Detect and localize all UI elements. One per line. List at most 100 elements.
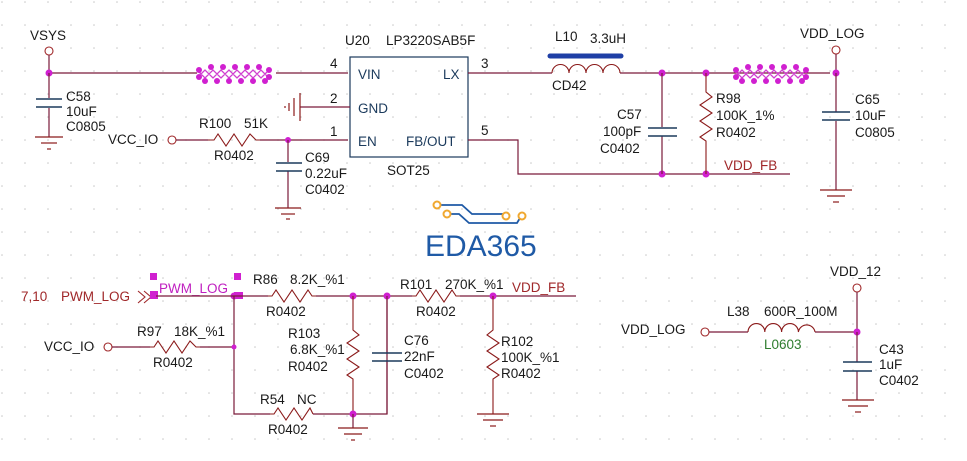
r98-value: 100K_1% <box>716 108 775 123</box>
pin-marker <box>150 273 157 280</box>
ground-icon <box>842 399 874 413</box>
r54-value: NC <box>297 392 317 407</box>
capacitor-c69[interactable]: C69 0.22uF C0402 <box>276 140 347 208</box>
vcc-io-bottom-port-icon[interactable] <box>103 342 113 352</box>
pwm-port-label[interactable]: PWM_LOG <box>61 289 130 304</box>
r100-value: 51K <box>244 116 268 131</box>
c76-footprint: C0402 <box>404 366 444 381</box>
r86-ref: R86 <box>253 272 278 287</box>
resistor-r86[interactable]: R86 8.2K_%1 R0402 <box>253 272 345 319</box>
pin-name: VIN <box>358 67 381 82</box>
c43-ref: C43 <box>879 342 904 357</box>
ic-u20[interactable]: U20 LP3220SAB5F SOT25 4 2 1 3 5 VIN GND … <box>330 33 489 178</box>
c43-footprint: C0402 <box>879 373 919 388</box>
pin-name: EN <box>358 134 377 149</box>
r103-value: 6.8K_%1 <box>290 342 345 357</box>
r97-footprint: R0402 <box>153 355 193 370</box>
vsys-port[interactable]: VSYS <box>30 28 66 56</box>
ic-package: SOT25 <box>387 163 430 178</box>
inductor-l10[interactable]: L10 3.3uH CD42 <box>547 29 626 93</box>
c76-value: 22nF <box>404 349 435 364</box>
logo-text: EDA365 <box>425 230 537 263</box>
c43-value: 1uF <box>879 357 902 372</box>
vdd-log-bottom-label: VDD_LOG <box>621 322 686 337</box>
port-circle-icon <box>44 46 54 56</box>
r98-ref: R98 <box>716 91 741 106</box>
ground-icon <box>284 93 301 121</box>
eda365-logo: EDA365 <box>425 200 537 263</box>
vdd-fb-top-label: VDD_FB <box>724 158 777 173</box>
ground-icon <box>35 136 63 150</box>
pin-number: 3 <box>481 56 489 71</box>
l10-footprint: CD42 <box>552 78 587 93</box>
pin-name: GND <box>358 101 388 116</box>
r103-ref: R103 <box>288 326 320 341</box>
c58-footprint: C0805 <box>66 119 106 134</box>
resistor-r97[interactable]: R97 18K_%1 R0402 <box>137 324 225 370</box>
resistor-r102[interactable]: R102 100K_%1 R0402 <box>486 296 560 414</box>
c69-value: 0.22uF <box>305 166 347 181</box>
pin-marker <box>234 273 241 280</box>
ic-ref: U20 <box>345 33 370 48</box>
ic-part: LP3220SAB5F <box>386 33 475 48</box>
c65-footprint: C0805 <box>855 125 895 140</box>
capacitor-c43[interactable]: C43 1uF C0402 <box>843 332 919 400</box>
c69-ref: C69 <box>305 150 330 165</box>
resistor-r98[interactable]: R98 100K_1% R0402 <box>699 73 775 174</box>
resistor-r100[interactable]: R100 51K R0402 <box>199 116 268 163</box>
vcc-io-top-port-icon[interactable] <box>167 135 177 145</box>
pin-name: LX <box>443 67 460 82</box>
vcc-io-top-label: VCC_IO <box>108 132 158 147</box>
l38-ref: L38 <box>727 304 750 319</box>
resistor-r103[interactable]: R103 6.8K_%1 R0402 <box>288 296 360 414</box>
c57-ref: C57 <box>617 107 642 122</box>
pin-marker <box>150 291 158 299</box>
vdd-fb-bottom-label: VDD_FB <box>512 280 565 295</box>
resistor-r54[interactable]: R54 NC R0402 <box>260 392 317 437</box>
c76-ref: C76 <box>404 333 429 348</box>
l38-footprint: L0603 <box>764 337 802 352</box>
port-circle-icon <box>852 283 862 293</box>
c65-ref: C65 <box>855 92 880 107</box>
pwm-net-label: PWM_LOG <box>159 281 228 296</box>
capacitor-c65[interactable]: C65 10uF C0805 <box>822 73 895 190</box>
r100-ref: R100 <box>199 116 231 131</box>
l10-ref: L10 <box>555 29 578 44</box>
ground-icon <box>477 413 509 427</box>
vdd-log-bottom-port-icon[interactable] <box>700 327 710 337</box>
r101-footprint: R0402 <box>416 304 456 319</box>
ground-icon <box>820 189 852 203</box>
pin-number: 5 <box>481 123 489 138</box>
ground-icon <box>338 427 368 441</box>
r97-ref: R97 <box>137 324 162 339</box>
pin-name: FB/OUT <box>406 134 456 149</box>
capacitor-c76[interactable]: C76 22nF C0402 <box>372 296 444 414</box>
r86-value: 8.2K_%1 <box>290 272 345 287</box>
pwm-sheet-ref: 7,10 <box>21 289 47 304</box>
l38-value: 600R_100M <box>764 304 838 319</box>
c57-footprint: C0402 <box>600 141 640 156</box>
l10-value: 3.3uH <box>590 31 626 46</box>
capacitor-c57[interactable]: C57 100pF C0402 <box>600 73 677 174</box>
inductor-l38[interactable]: L38 600R_100M L0603 <box>727 304 838 352</box>
capacitor-c58[interactable]: C58 10uF C0805 <box>36 73 106 137</box>
r101-value: 270K_%1 <box>445 277 504 292</box>
c69-footprint: C0402 <box>305 182 345 197</box>
r97-value: 18K_%1 <box>174 324 225 339</box>
junction <box>231 344 237 350</box>
c65-value: 10uF <box>855 108 886 123</box>
port-circle-icon <box>831 45 841 55</box>
vdd-12-port[interactable]: VDD_12 <box>830 264 881 293</box>
r102-footprint: R0402 <box>501 366 541 381</box>
c58-ref: C58 <box>66 89 91 104</box>
r100-footprint: R0402 <box>214 148 254 163</box>
fb-wire <box>468 139 790 175</box>
r101-ref: R101 <box>400 277 432 292</box>
r102-ref: R102 <box>501 334 533 349</box>
r98-footprint: R0402 <box>716 125 756 140</box>
resistor-r101[interactable]: R101 270K_%1 R0402 <box>400 277 504 319</box>
r103-footprint: R0402 <box>288 359 328 374</box>
r54-footprint: R0402 <box>268 422 308 437</box>
vdd-12-label: VDD_12 <box>830 264 881 279</box>
c58-value: 10uF <box>66 104 97 119</box>
